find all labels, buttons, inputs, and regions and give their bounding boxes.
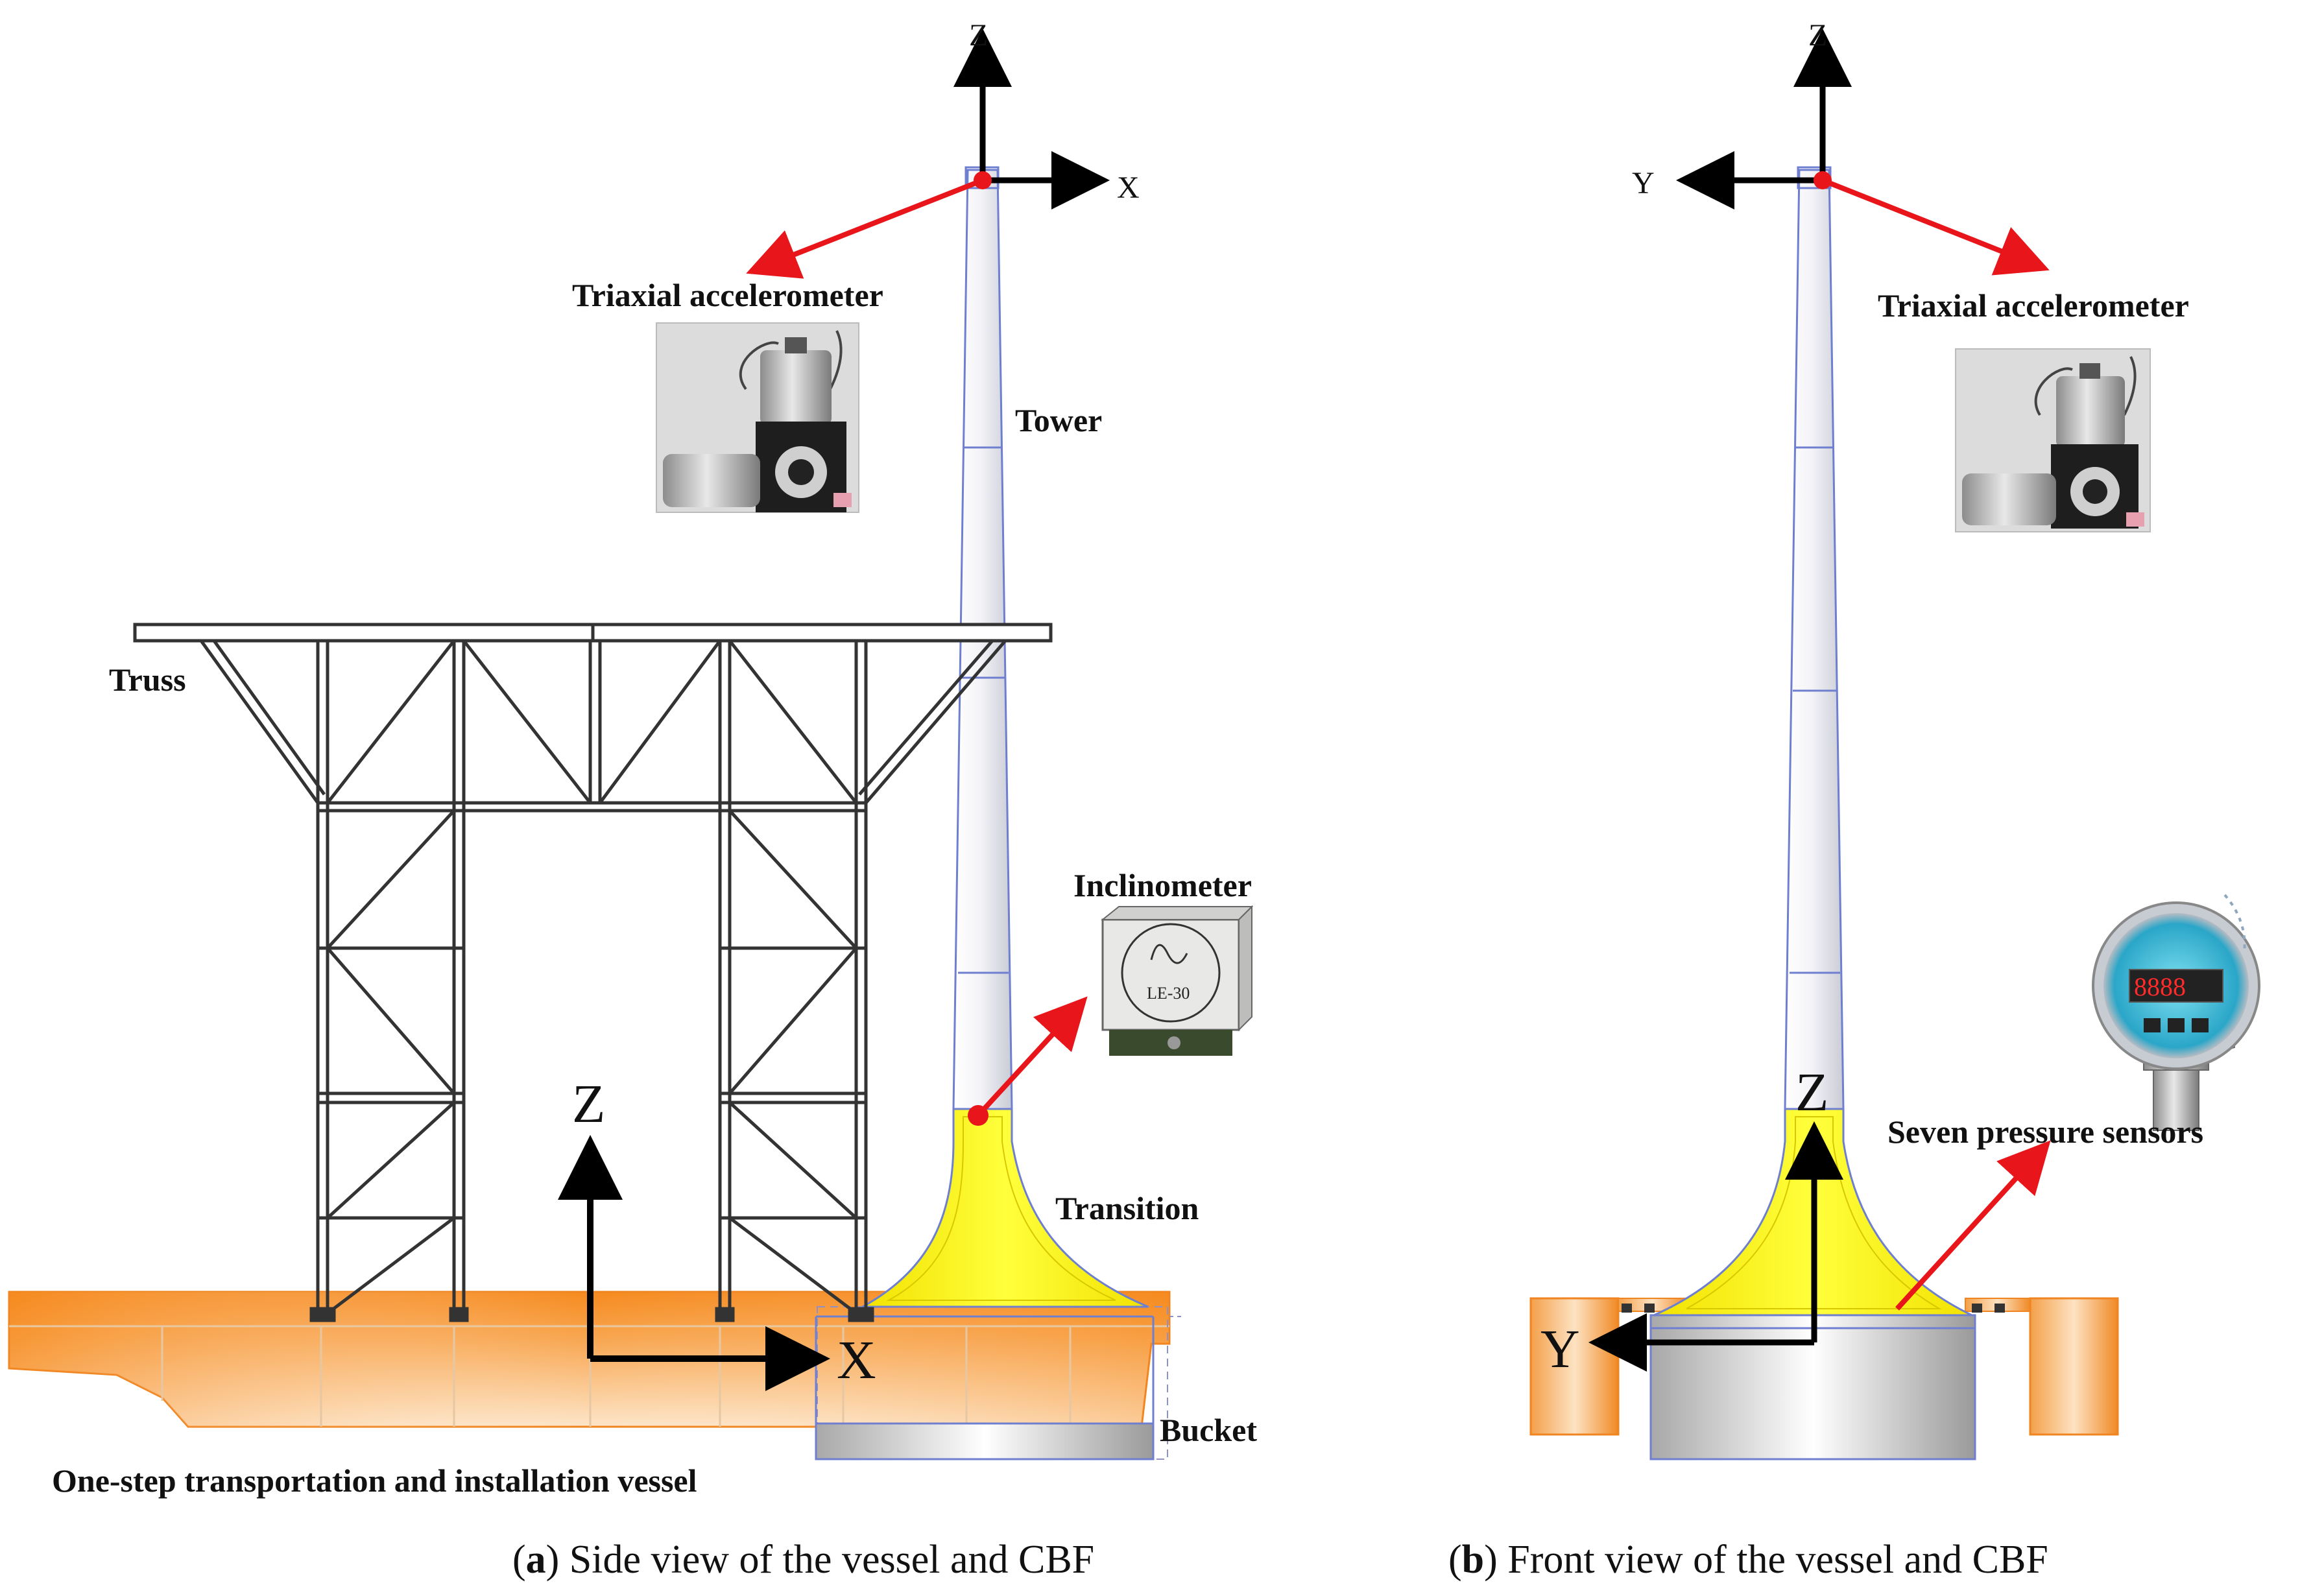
top-axes-b: Z Y [1632, 18, 1852, 209]
base-axis-y-label-b: Y [1540, 1319, 1580, 1379]
pressure-gauge: 8888 [2092, 894, 2260, 1131]
vessel-posts-b [1529, 1297, 2119, 1436]
tower-label: Tower [1015, 402, 1102, 438]
inclinometer-device: LE-30 [1101, 905, 1254, 1056]
top-axes-a: Z X [953, 18, 1140, 209]
truss-label: Truss [109, 661, 186, 698]
bucket-label: Bucket [1160, 1412, 1257, 1448]
top-axis-z-label: Z [969, 18, 988, 53]
truss [133, 623, 1053, 1322]
accelerometer-pointer-a [746, 178, 984, 279]
vessel-hull [8, 1291, 1184, 1460]
accelerometer-point-a [974, 171, 992, 189]
accelerometer-photo-b [1955, 348, 2151, 532]
top-axis-y-label-b: Y [1632, 166, 1655, 200]
base-axis-z-label-b: Z [1795, 1062, 1828, 1123]
tower-b [1784, 166, 1845, 1110]
base-axis-x-label: X [837, 1330, 876, 1390]
inclinometer-point [968, 1105, 988, 1126]
pressure-label: Seven pressure sensors [1887, 1114, 2203, 1150]
accelerometer-label-b: Triaxial accelerometer [1878, 287, 2189, 324]
inclinometer-label: Inclinometer [1073, 867, 1252, 903]
inclinometer-pointer [976, 996, 1088, 1117]
base-axes-b: Z Y [1540, 1062, 1843, 1379]
bucket-a [815, 1315, 1155, 1460]
transition-label: Transition [1055, 1190, 1199, 1226]
vessel-label: One-step transportation and installation… [52, 1462, 697, 1499]
pressure-pointer [1895, 1140, 2051, 1311]
gauge-display: 8888 [2134, 972, 2186, 1001]
panel-a-side-view: Truss Z X Triaxial accelerometer To [8, 18, 1257, 1582]
inclinometer-face-text: LE-30 [1147, 984, 1190, 1003]
accelerometer-photo-a [656, 322, 859, 513]
transition-a [862, 1108, 1149, 1308]
accelerometer-point-b [1814, 171, 1832, 189]
accelerometer-pointer-b [1821, 178, 2050, 276]
base-axis-z-label: Z [572, 1074, 605, 1134]
top-axis-x-label: X [1117, 171, 1140, 205]
top-axis-z-label-b: Z [1808, 18, 1827, 53]
caption-a: (a) Side view of the vessel and CBF [512, 1538, 1094, 1582]
caption-b: (b) Front view of the vessel and CBF [1448, 1538, 2048, 1582]
panel-b-front-view: Z Y Triaxial accelerometer [1448, 18, 2260, 1582]
accelerometer-label-a: Triaxial accelerometer [572, 277, 883, 313]
base-axes-a: Z X [558, 1074, 876, 1391]
